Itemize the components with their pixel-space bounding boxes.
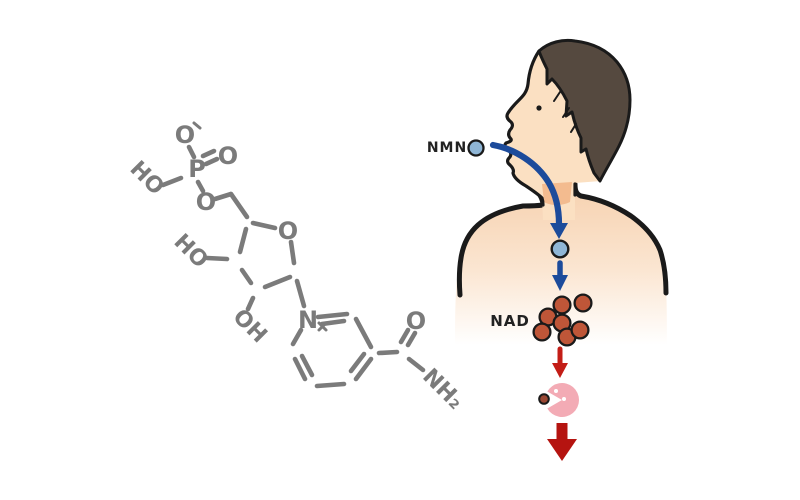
double-bond xyxy=(405,330,418,348)
eye-icon xyxy=(536,105,542,111)
down-arrowhead-icon xyxy=(552,275,568,291)
bond xyxy=(262,274,293,290)
nad-particle xyxy=(532,322,552,342)
nmn-to-nad-flow: NMN NAD xyxy=(427,139,593,461)
ribose-hydroxyl-3-label: HO xyxy=(169,229,213,273)
nad-particle-entering-cell xyxy=(538,393,550,405)
double-bond xyxy=(398,327,411,345)
double-bond xyxy=(299,353,315,378)
bond xyxy=(245,295,256,312)
bond xyxy=(228,191,250,220)
bond xyxy=(406,356,426,373)
swallow-arrow-icon xyxy=(489,141,563,228)
cell-dot-icon xyxy=(554,389,558,393)
phosphate-top-oxygen-label: O xyxy=(175,121,195,149)
nad-particle xyxy=(570,320,590,340)
swallow-arrowhead-icon xyxy=(550,223,568,239)
output-arrowhead xyxy=(547,439,577,461)
ribose-hydroxyl-2-label: OH xyxy=(228,304,272,348)
nmn-particle-in-body xyxy=(550,239,570,259)
phosphorus-label: P xyxy=(188,155,206,183)
bond xyxy=(292,356,308,382)
nad-label: NAD xyxy=(490,312,530,330)
bond xyxy=(290,327,304,347)
bond xyxy=(376,349,400,356)
hair-strand-icon xyxy=(553,91,561,102)
output-arrow-icon xyxy=(547,423,577,461)
nad-particle xyxy=(573,293,593,313)
bond xyxy=(160,175,184,188)
ester-oxygen-label: O xyxy=(196,188,216,216)
bond xyxy=(353,356,374,382)
minus-charge-icon xyxy=(192,121,202,130)
bond xyxy=(294,278,307,309)
phosphate-double-oxygen-label: O xyxy=(218,142,238,170)
cell-dot-icon xyxy=(562,397,566,401)
nicotinamide-group: N O NH₂ xyxy=(290,278,468,415)
bond xyxy=(212,191,234,202)
right-shoulder-outline xyxy=(572,181,669,296)
nmn-particle-at-mouth xyxy=(467,139,485,157)
bond xyxy=(195,179,206,194)
bond xyxy=(204,255,230,262)
bond xyxy=(237,226,249,255)
phosphate-group: O P O HO O xyxy=(125,121,239,216)
nad-particle xyxy=(552,295,572,315)
cell-consuming-nad xyxy=(538,382,580,417)
hair-strand-icon xyxy=(562,107,570,118)
hair xyxy=(537,38,632,183)
nad-particle-cluster xyxy=(532,293,593,347)
bond xyxy=(314,381,347,389)
conversion-arrowhead-icon xyxy=(552,363,568,378)
phosphate-hydroxyl-label: HO xyxy=(125,156,169,200)
nmn-label: NMN xyxy=(427,140,467,156)
double-bond xyxy=(319,318,347,327)
bond xyxy=(288,239,297,266)
pyridinium-nitrogen-label: N xyxy=(298,306,318,334)
face-profile-outline xyxy=(503,49,545,207)
bond xyxy=(239,267,254,286)
bond xyxy=(315,311,350,320)
ribose-ring-oxygen-label: O xyxy=(278,217,298,245)
hair-strand-icon xyxy=(570,123,577,133)
double-bond xyxy=(203,156,220,167)
bond xyxy=(186,144,197,160)
double-bond xyxy=(200,148,217,159)
bond xyxy=(353,316,374,350)
nmn-molecule-structure: O P O HO O O HO OH xyxy=(125,121,468,415)
bond xyxy=(250,220,278,231)
double-bond xyxy=(348,351,367,374)
amide-oxygen-label: O xyxy=(406,307,426,335)
ribose-ring: O HO OH xyxy=(169,191,298,348)
amide-nh2-label: NH₂ xyxy=(417,364,468,415)
output-arrow-stem xyxy=(556,423,568,440)
